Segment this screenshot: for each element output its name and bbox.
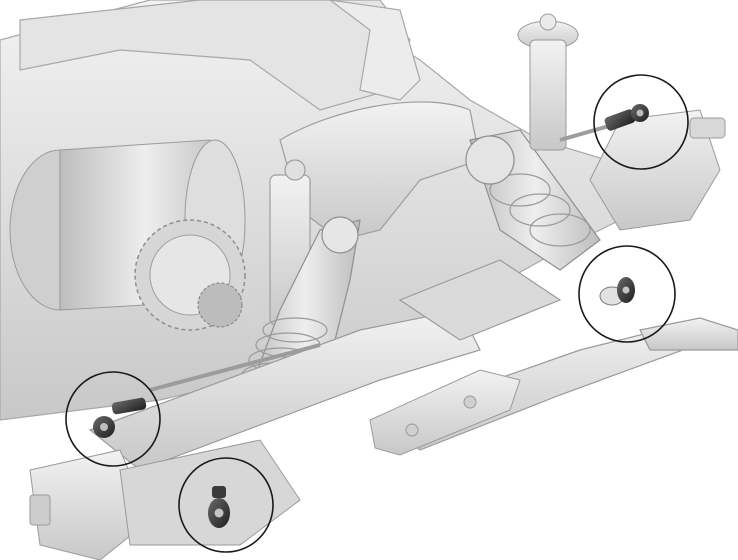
axle-hub-left: [29, 439, 301, 560]
shock-absorber-right: [465, 129, 601, 271]
callout-lower-left: [65, 371, 161, 467]
callout-upper-right: [593, 74, 689, 170]
rear-hub-right: [589, 109, 726, 231]
ball-end-rod-link-icon: [604, 104, 649, 131]
bumper-plate: [369, 369, 521, 456]
shock-mount-post: [517, 13, 579, 151]
ball-end-shock-mount-icon: [599, 277, 635, 306]
callout-middle-right: [578, 245, 676, 343]
ball-end-rod-link-icon: [93, 397, 147, 438]
callout-bottom-center: [178, 457, 274, 553]
ball-end-shock-mount-icon: [208, 486, 230, 528]
spur-gear: [134, 219, 246, 331]
